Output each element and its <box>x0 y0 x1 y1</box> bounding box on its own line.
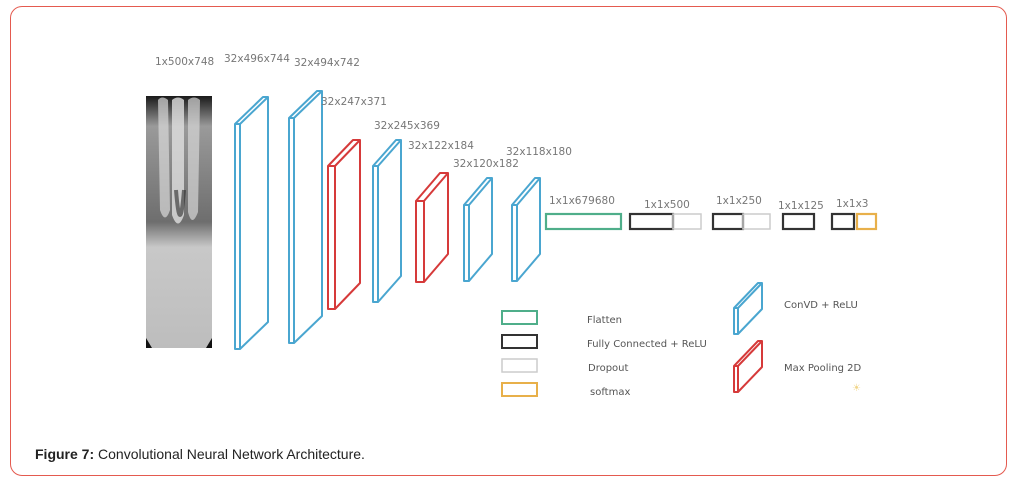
legend-flatten-swatch <box>501 310 538 325</box>
legend: Flatten Fully Connected + ReLU Dropout s… <box>501 282 862 398</box>
pool-layer <box>327 139 361 310</box>
dense-block: 1x1x3 <box>830 198 878 231</box>
conv-layer <box>511 177 541 282</box>
block-label: 1x1x125 <box>778 200 824 212</box>
block-label: 1x1x679680 <box>549 195 615 207</box>
legend-softmax-swatch <box>501 382 538 397</box>
caption-text: Convolutional Neural Network Architectur… <box>94 446 365 462</box>
legend-conv-label: ConVD + ReLU <box>784 300 858 311</box>
dense-box <box>830 212 856 231</box>
input-xray-image <box>146 96 212 348</box>
dropout-box <box>742 213 771 230</box>
layer-label: 32x122x184 <box>408 140 474 152</box>
legend-dense-label: Fully Connected + ReLU <box>587 339 707 350</box>
legend-pool-swatch <box>733 340 763 393</box>
dense-block: 1x1x250 <box>711 195 771 231</box>
layer-label: 32x247x371 <box>321 96 387 108</box>
block-label: 1x1x3 <box>836 198 868 210</box>
layer-label: 32x118x180 <box>506 146 572 158</box>
input-label: 1x500x748 <box>155 56 214 68</box>
pool-layer <box>415 172 449 283</box>
dense-block: 1x1x125 <box>778 200 824 231</box>
dense-box <box>628 212 675 231</box>
flatten-box <box>544 212 623 231</box>
legend-dense-swatch <box>501 334 538 349</box>
layer-label: 32x120x182 <box>453 158 519 170</box>
block-label: 1x1x250 <box>716 195 762 207</box>
legend-pool-label: Max Pooling 2D <box>784 363 862 374</box>
legend-dropout-swatch <box>501 358 538 373</box>
dropout-box <box>672 213 702 230</box>
dense-box <box>781 212 816 231</box>
layer-label: 32x494x742 <box>294 57 360 69</box>
dense-block: 1x1x500 <box>628 199 702 231</box>
legend-dropout-label: Dropout <box>588 363 629 374</box>
conv-layer <box>463 177 493 282</box>
block-label: 1x1x500 <box>644 199 690 211</box>
conv-layer <box>372 139 402 303</box>
dense-block: 1x1x679680 <box>544 195 623 231</box>
caption-label: Figure 7: <box>35 446 95 462</box>
conv-layer <box>234 96 269 350</box>
legend-softmax-label: softmax <box>590 387 630 398</box>
figure-caption: Figure 7: Convolutional Neural Network A… <box>35 446 365 462</box>
conv-layer <box>288 90 323 344</box>
softmax-box <box>855 212 878 231</box>
sun-icon: ☀ <box>852 383 861 394</box>
figure-frame <box>10 6 1007 476</box>
layer-label: 32x245x369 <box>374 120 440 132</box>
legend-conv-swatch <box>733 282 763 335</box>
legend-flatten-label: Flatten <box>587 315 622 326</box>
layer-label: 32x496x744 <box>224 53 290 65</box>
dense-box <box>711 212 745 231</box>
